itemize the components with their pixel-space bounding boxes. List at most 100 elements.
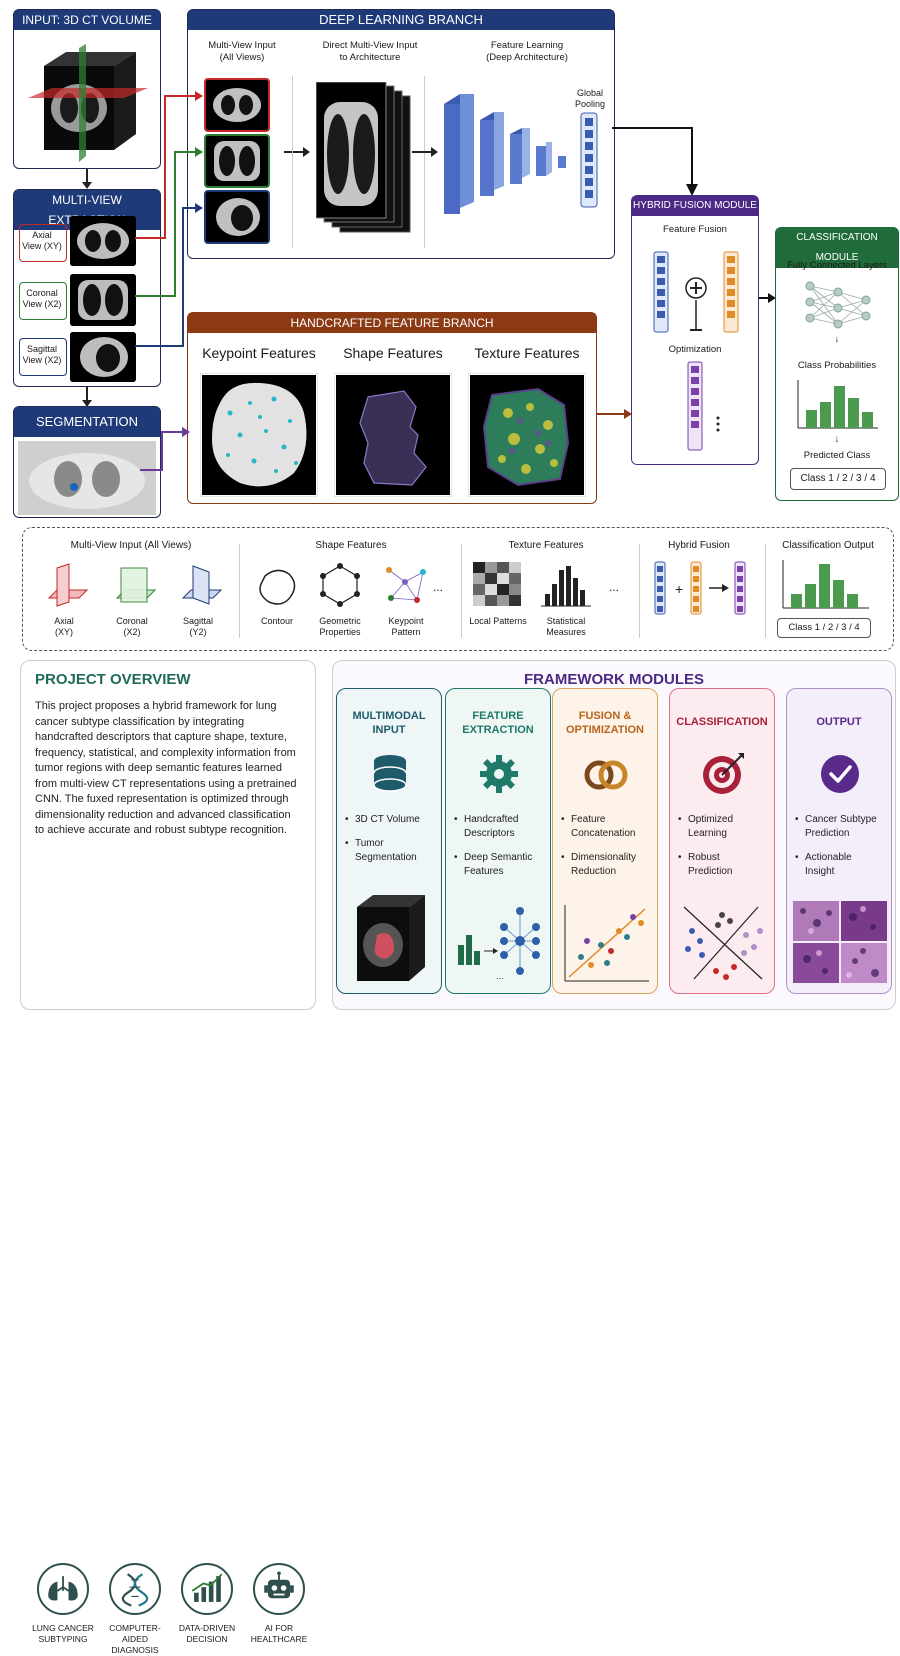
cnn-architecture-icon [444,94,566,214]
module-3-title: FUSION & OPTIMIZATION [565,710,644,736]
overview-text: This project proposes a hybrid framework… [35,700,297,836]
axial-view-label [19,224,67,262]
module-3-bullet: Dimensionality Reduction [561,851,651,879]
module-feature-extraction: FEATURE EXTRACTION Handcrafted Descripto… [445,688,551,994]
database-icon [373,755,407,792]
legend-axial-icon [47,563,89,607]
arrow-handcrafted-to-fusion [597,409,632,419]
legend-sagittal-icon [181,565,223,605]
legend-divider-3 [639,544,640,638]
module-4-bullets: Optimized Learning Robust Prediction [678,813,768,889]
optimization-label: Optimization [668,344,722,355]
deep-axial-thumb [204,78,270,132]
deep-col3-label: Feature Learning (Deep Architecture) [486,40,568,63]
lungs-label: LUNG CANCER SUBTYPING [32,1623,94,1644]
coronal-view-text: Coronal View (X2) [22,288,62,309]
legend-keypoint-label: Keypoint Pattern [388,616,424,637]
module-2-bullet: Deep Semantic Features [454,851,544,879]
legend-coronal-icon [115,567,157,603]
multiview-extraction-panel: MULTI-VIEW EXTRACTION Axial View (XY) Co… [13,189,161,387]
predicted-class-label: Predicted Class [803,450,871,461]
legend-multiview-title: Multi-View Input (All Views) [70,540,192,551]
input-ct-volume-panel: INPUT: 3D CT VOLUME [13,9,161,169]
svg-text:+: + [675,581,683,597]
legend-statistical-label: Statistical Measures [546,616,586,637]
legend-output-title: Classification Output [782,540,874,551]
legend-keypoint-icon [386,567,426,603]
classification-panel: CLASSIFICATION MODULE Fully Connected La… [775,227,899,501]
segmentation-ct-image [18,441,156,515]
legend-local-patterns-icon [473,562,521,606]
lungs-icon [37,1563,89,1615]
multiview-to-deep-connectors [135,91,203,347]
fc-layers-label: Fully Connected Layers [787,260,887,271]
sagittal-view-text: Sagittal View (X2) [22,344,62,365]
module-4-bullet: Robust Prediction [678,851,768,879]
legend-statistical-icon [541,566,591,607]
module-classification: CLASSIFICATION Optimized Learning Robust… [669,688,775,994]
arrow-fusion-to-classification [759,293,776,303]
axial-view-text: Axial View (XY) [22,230,62,251]
input-title: INPUT: 3D CT VOLUME [14,10,160,30]
coronal-ct-thumb [70,274,136,326]
check-icon [821,755,859,793]
module-3-bullet: Feature Concatenation [561,813,651,841]
deep-arrow-2 [412,147,438,157]
axial-ct-thumb [70,216,136,266]
segmentation-panel: SEGMENTATION [13,406,161,518]
modules-title: FRAMEWORK MODULES [524,671,704,688]
module-4-bullet: Optimized Learning [678,813,768,841]
module-1-bullet: Tumor Segmentation [345,837,435,865]
class-probabilities-chart [797,380,878,429]
shape-feature-image [334,373,452,497]
dna-icon [109,1563,161,1615]
deep-sagittal-thumb [204,190,270,244]
project-overview-panel: PROJECT OVERVIEW This project proposes a… [20,660,316,1655]
arrow-deep-to-fusion [612,127,698,196]
feature-extraction-illustration: ... [458,907,540,981]
deep-title: DEEP LEARNING BRANCH [188,10,614,30]
module-2-bullet: Handcrafted Descriptors [454,813,544,841]
segmentation-to-handcrafted-connector [140,427,190,471]
classification-boundary-illustration [683,906,763,980]
legend-contour-label: Contour [260,616,294,626]
legend-divider-1 [239,544,240,638]
module-output: OUTPUT Cancer Subtype Prediction Actiona… [786,688,892,994]
target-icon [703,753,744,794]
deep-col2-label: Direct Multi-View Input to Architecture [322,40,418,63]
gear-icon [480,755,518,793]
down-arrow-2: ↓ [834,434,840,445]
module-fusion-optimization: FUSION & OPTIMIZATION Feature Concatenat… [552,688,658,994]
legend-contour-icon [259,569,296,605]
legend-shape-title: Shape Features [315,540,387,551]
scatter-reduction-illustration [564,905,649,982]
shape-features-label: Shape Features [343,345,443,361]
keypoint-feature-image [200,373,318,497]
module-5-bullets: Cancer Subtype Prediction Actionable Ins… [795,813,885,889]
module-multimodal-input: MULTIMODAL INPUT 3D CT Volume Tumor Segm… [336,688,442,994]
legend-axial-label: Axial (XY) [54,616,74,637]
module-2-title: FEATURE EXTRACTION [462,710,534,736]
legend-local-patterns-label: Local Patterns [469,616,527,626]
legend-divider-2 [461,544,462,638]
texture-features-label: Texture Features [474,345,580,361]
module-5-bullet: Actionable Insight [795,851,885,879]
down-arrow-1: ↓ [834,334,840,345]
pooling-vector [580,112,598,208]
legend-output-chart [782,560,869,609]
legend-fusion-icon: + [654,561,746,615]
sagittal-ct-thumb [70,332,136,382]
legend-output-classes: Class 1 / 2 / 3 / 4 [777,618,871,638]
texture-feature-image [468,373,586,497]
deep-divider-2 [424,76,425,248]
rings-icon [584,760,628,790]
dna-label: COMPUTER-AIDED DIAGNOSIS [109,1623,161,1655]
module-5-bullet: Cancer Subtype Prediction [795,813,885,841]
ct-cube-icon [28,44,148,162]
keypoint-features-label: Keypoint Features [202,345,316,361]
arrow-input-to-views [82,169,92,189]
legend-texture-title: Texture Features [508,540,584,551]
robot-label: AI FOR HEALTHCARE [250,1623,308,1644]
hybrid-fusion-panel: HYBRID FUSION MODULE Feature Fusion Opti… [631,195,759,465]
global-pooling-label: Global Pooling [574,88,606,109]
